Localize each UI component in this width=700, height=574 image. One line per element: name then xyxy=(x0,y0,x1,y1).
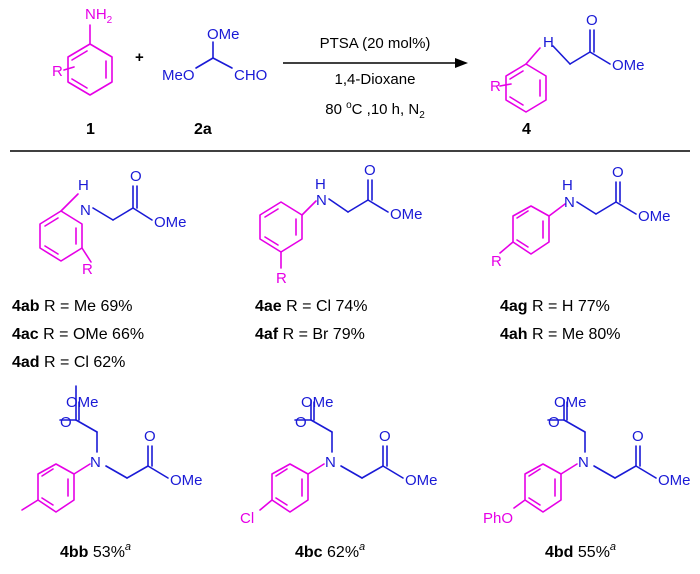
r-substituent-label: R xyxy=(82,261,93,278)
result-4ab: 4ab R = Me 69% xyxy=(12,298,133,315)
phenoxy-label: PhO xyxy=(483,510,513,527)
result-4af: 4af R = Br 79% xyxy=(255,326,365,343)
carbonyl-oxygen: O xyxy=(548,414,560,431)
result-4bc: 4bc 62%a xyxy=(295,541,365,561)
carbonyl-oxygen: O xyxy=(295,414,307,431)
condition-solvent: 1,4-Dioxane xyxy=(335,71,416,88)
amine-label: NH2 xyxy=(85,6,113,26)
nitrogen-label: N xyxy=(80,202,91,219)
methoxy-label: OMe xyxy=(207,26,240,43)
ester-methoxy: OMe xyxy=(658,472,691,489)
nh-label: H xyxy=(562,177,573,194)
nh-label: H xyxy=(543,34,554,51)
nh-label: H xyxy=(78,177,89,194)
result-4bd: 4bd 55%a xyxy=(545,541,616,561)
nitrogen-label: N xyxy=(90,454,101,471)
product-aryl-glycinate: R H O OMe xyxy=(490,12,645,113)
plus-sign: + xyxy=(135,49,144,66)
carbonyl-oxygen: O xyxy=(379,428,391,445)
compound-label-2a: 2a xyxy=(194,121,212,138)
structure-4bb: N OMe O O OMe xyxy=(21,385,203,513)
r-substituent-label: R xyxy=(52,63,63,80)
structure-meta-product: R H N O OMe xyxy=(259,162,423,287)
ester-methoxy: OMe xyxy=(638,208,671,225)
ester-methoxy: OMe xyxy=(301,394,334,411)
reactant-aniline: NH2 R xyxy=(52,6,113,96)
result-4ah: 4ah R = Me 80% xyxy=(500,326,621,343)
nh-label: H xyxy=(315,176,326,193)
nitrogen-label: N xyxy=(325,454,336,471)
result-4ad: 4ad R = Cl 62% xyxy=(12,354,125,371)
carbonyl-oxygen: O xyxy=(632,428,644,445)
nitrogen-label: N xyxy=(578,454,589,471)
methoxy-label-2: MeO xyxy=(162,67,195,84)
structure-para-product: R H N O OMe xyxy=(491,164,671,270)
ester-methoxy: OMe xyxy=(170,472,203,489)
reaction-arrow xyxy=(283,58,468,68)
nitrogen-label: N xyxy=(564,194,575,211)
r-substituent-label: R xyxy=(490,78,501,95)
condition-catalyst: PTSA (20 mol%) xyxy=(320,35,431,52)
structure-4bc: Cl N OMe O O OMe xyxy=(240,394,438,527)
ester-methoxy: OMe xyxy=(612,57,645,74)
carbonyl-oxygen: O xyxy=(130,168,142,185)
result-4ae: 4ae R = Cl 74% xyxy=(255,298,368,315)
structure-4bd: PhO N OMe O O OMe xyxy=(483,394,691,527)
carbonyl-oxygen: O xyxy=(60,414,72,431)
result-4ag: 4ag R = H 77% xyxy=(500,298,610,315)
nitrogen-label: N xyxy=(316,192,327,209)
chloro-label: Cl xyxy=(240,510,254,527)
condition-temperature-time: 80 oC ,10 h, N2 xyxy=(325,100,425,121)
structure-ortho-product: R H N O OMe xyxy=(39,168,187,278)
compound-label-1: 1 xyxy=(86,121,95,138)
ester-methoxy: OMe xyxy=(154,214,187,231)
ester-methoxy: OMe xyxy=(66,394,99,411)
carbonyl-oxygen: O xyxy=(612,164,624,181)
ester-methoxy: OMe xyxy=(554,394,587,411)
result-4bb: 4bb 53%a xyxy=(60,541,131,561)
reactant-dimethoxyacetaldehyde: OMe MeO CHO xyxy=(162,26,267,84)
ester-methoxy: OMe xyxy=(405,472,438,489)
ester-methoxy: OMe xyxy=(390,206,423,223)
carbonyl-oxygen: O xyxy=(144,428,156,445)
carbonyl-oxygen: O xyxy=(364,162,376,179)
compound-label-4: 4 xyxy=(522,121,531,138)
carbonyl-oxygen: O xyxy=(586,12,598,29)
r-substituent-label: R xyxy=(491,253,502,270)
aldehyde-label: CHO xyxy=(234,67,267,84)
result-4ac: 4ac R = OMe 66% xyxy=(12,326,144,343)
r-substituent-label: R xyxy=(276,270,287,287)
